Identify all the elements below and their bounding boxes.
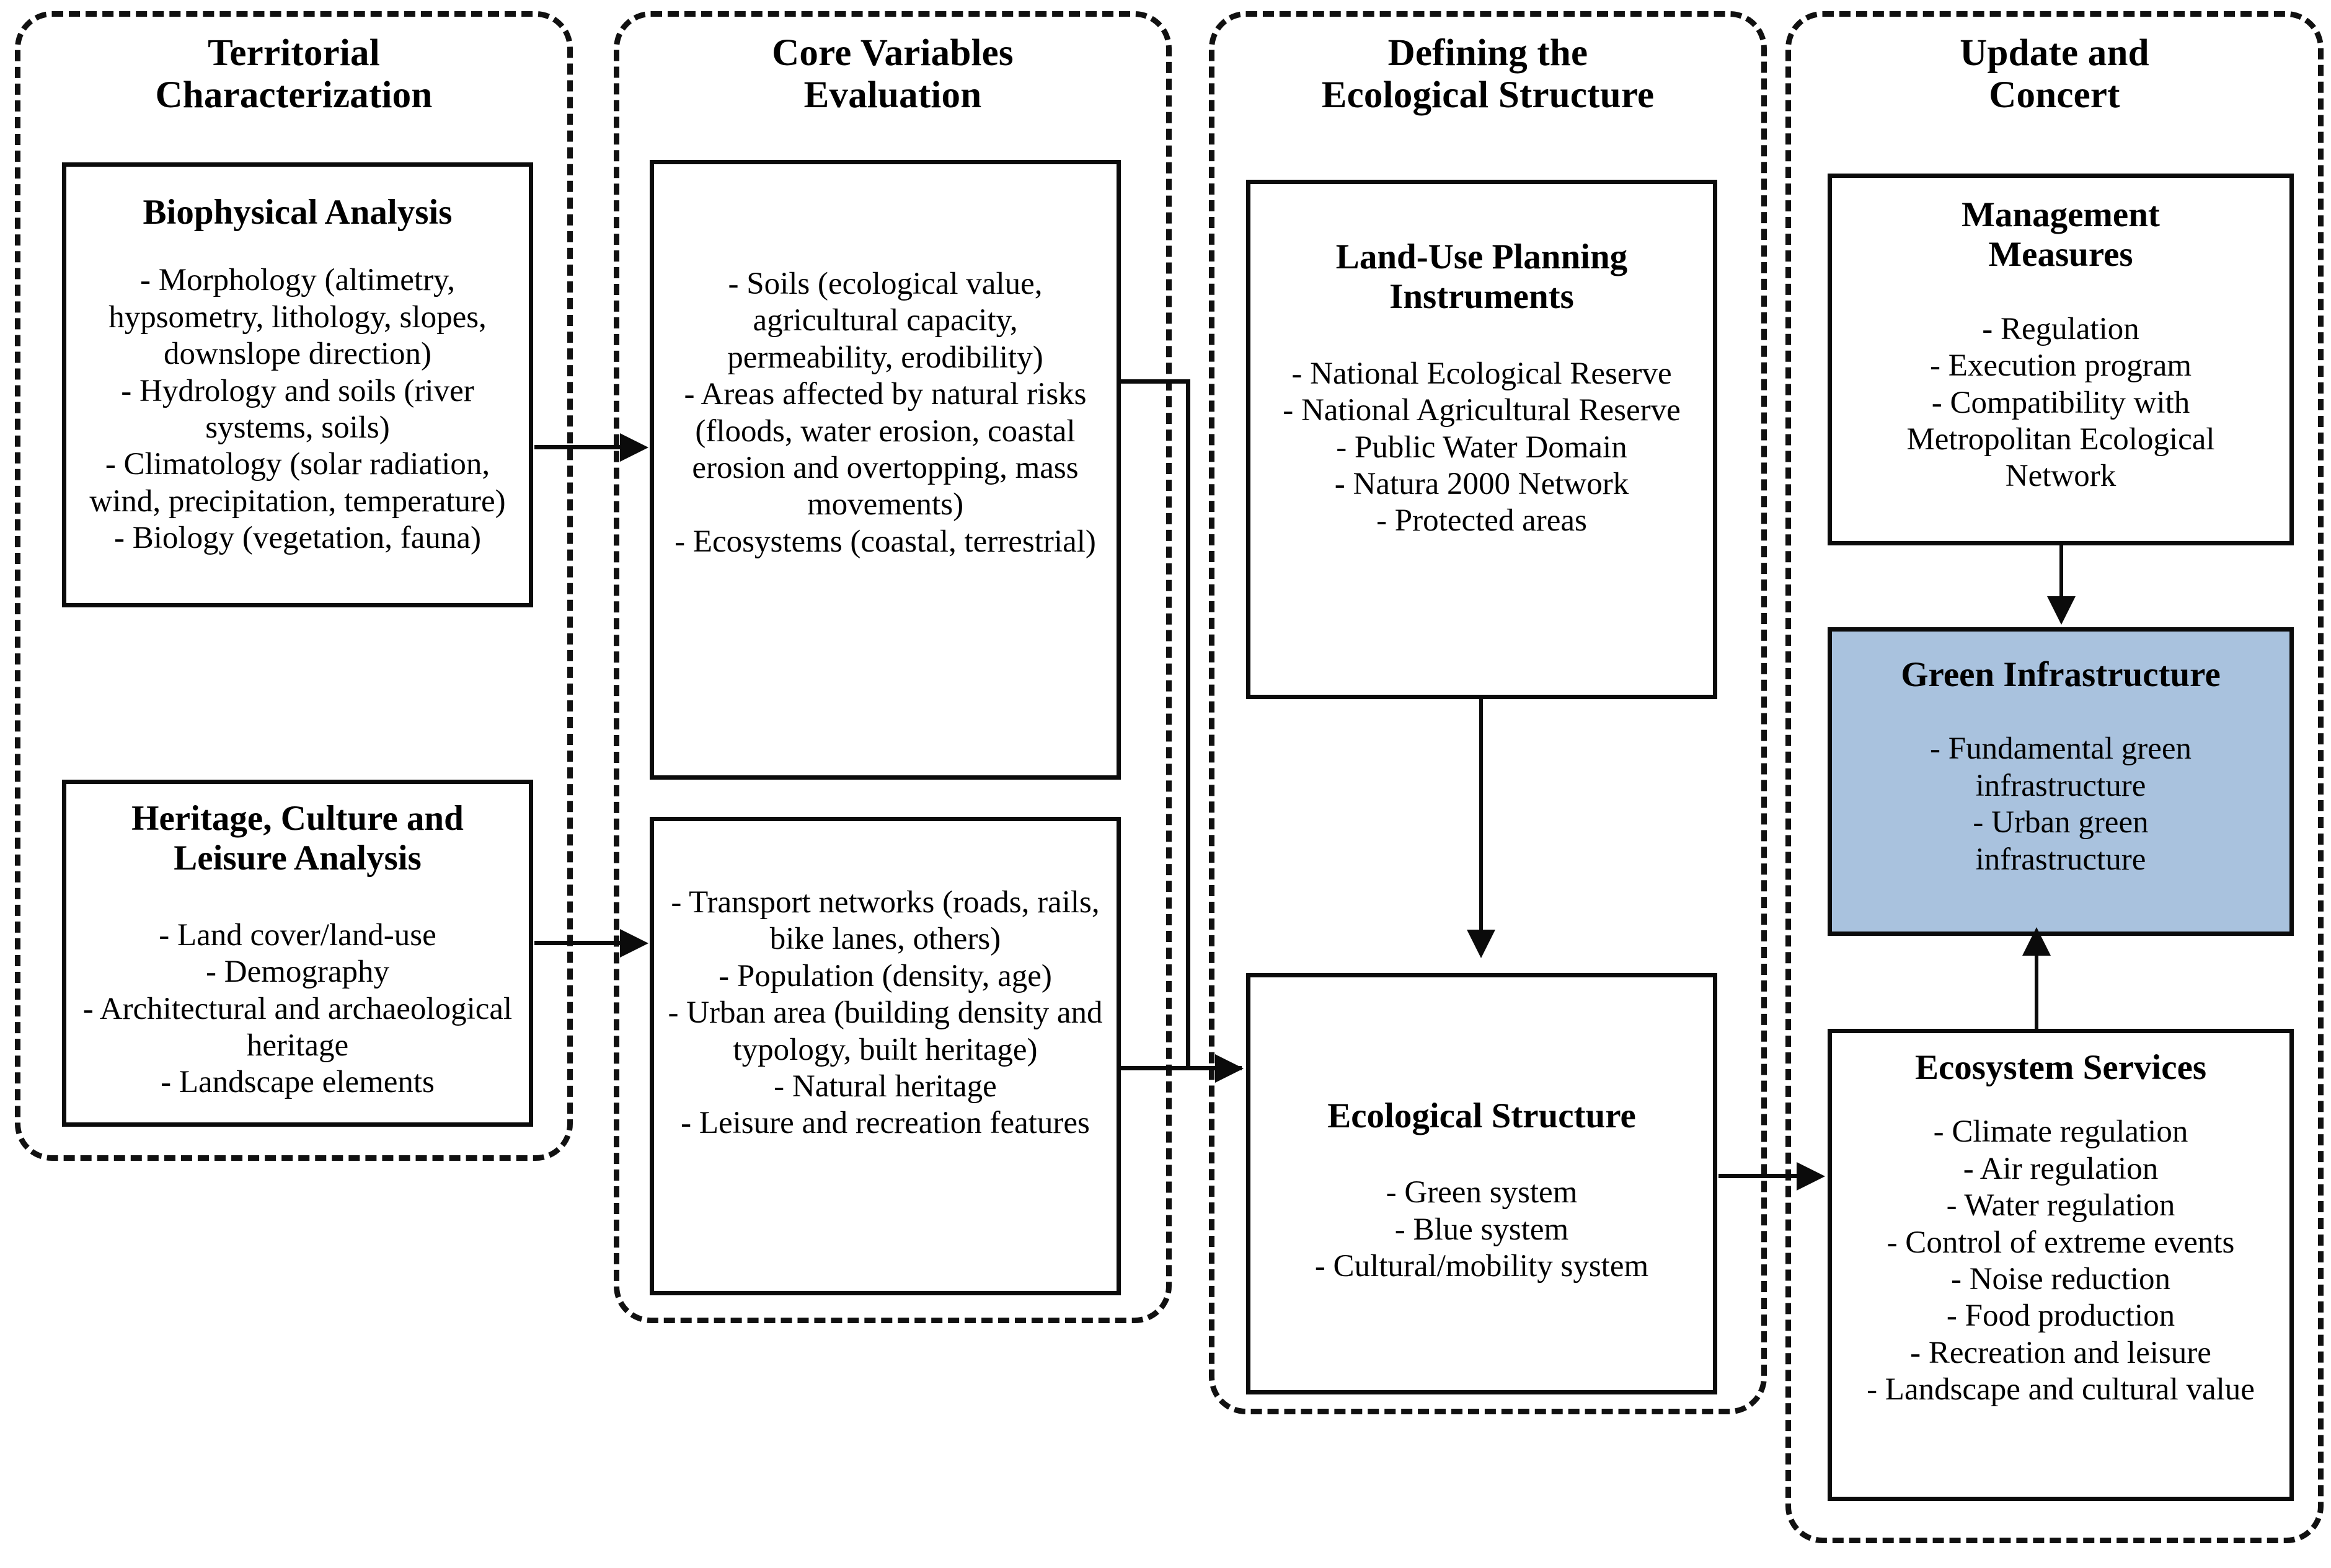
box-heading-land-use-planning-instruments: Land-Use Planning Instruments (1335, 237, 1628, 317)
connector-ecosystem-services-to-green-infrastructure-arrowhead (2022, 927, 2051, 956)
connector-ecological-structure-to-ecosystem-services-line (1718, 1174, 1800, 1178)
phase-title-territorial-characterization: Territorial Characterization (15, 32, 573, 117)
list-item: - Regulation (1982, 311, 2139, 346)
connector-biophysical-to-core-physical-line (534, 445, 621, 449)
connector-core-to-ecological-structure-arrowhead (1215, 1054, 1244, 1083)
box-management-measures: Management Measures - Regulation - Execu… (1828, 174, 2294, 545)
phase-defining-the-ecological-structure (1209, 11, 1767, 1414)
box-core-variables-physical: - Soils (ecological value, agricultural … (650, 160, 1121, 780)
list-item: - Recreation and leisure (1910, 1335, 2211, 1370)
list-item: - Public Water Domain (1336, 429, 1627, 465)
connector-core-human-bracket-stub (1121, 1066, 1190, 1070)
list-item: - Natura 2000 Network (1334, 467, 1629, 502)
box-body-green-infrastructure: - Fundamental green infrastructure - Urb… (1832, 731, 2289, 878)
phase-title-line-1: Territorial (208, 32, 380, 74)
list-item: - Urban green infrastructure (1973, 805, 2149, 877)
phase-title-update-and-concert: Update and Concert (1785, 32, 2324, 117)
list-item: - Execution program (1929, 348, 2192, 384)
box-heading-biophysical-analysis: Biophysical Analysis (143, 193, 453, 232)
list-item: - Hydrology and soils (river systems, so… (121, 373, 474, 446)
list-item: - Landscape and cultural value (1867, 1372, 2255, 1407)
list-item: - Food production (1946, 1298, 2175, 1334)
list-item: - Demography (206, 954, 389, 990)
phase-title-line-2: Evaluation (803, 74, 982, 117)
list-item: - Blue system (1394, 1212, 1569, 1247)
phase-core-variables-evaluation (614, 11, 1172, 1323)
phase-title-line-1: Core Variables (772, 32, 1014, 74)
connector-ecological-structure-to-ecosystem-services-arrowhead (1797, 1162, 1825, 1191)
phase-update-and-concert (1785, 11, 2324, 1543)
connector-planning-to-ecological-structure-arrowhead (1467, 930, 1495, 958)
list-item: - Green system (1386, 1175, 1578, 1210)
list-item: - Transport networks (roads, rails, bike… (671, 885, 1100, 957)
connector-core-physical-bracket-stub (1121, 379, 1190, 384)
phase-title-line-2: Concert (1989, 74, 2120, 117)
connector-core-to-ecological-structure-line (1186, 1066, 1242, 1070)
list-item: - Architectural and archaeological herit… (82, 991, 513, 1064)
connector-ecosystem-services-to-green-infrastructure-line (2035, 954, 2038, 1030)
box-land-use-planning-instruments: Land-Use Planning Instruments - National… (1246, 180, 1717, 699)
list-item: - Control of extreme events (1886, 1225, 2235, 1260)
phase-title-line-2: Ecological Structure (1321, 74, 1655, 117)
box-body-biophysical-analysis: - Morphology (altimetry, hypsometry, lit… (66, 262, 529, 557)
list-item: - Land cover/land-use (159, 917, 436, 953)
box-ecological-structure: Ecological Structure - Green system - Bl… (1246, 973, 1717, 1394)
box-heading-heritage-culture-leisure-analysis: Heritage, Culture and Leisure Analysis (131, 799, 464, 878)
connector-planning-to-ecological-structure-line (1479, 699, 1483, 938)
box-heading-ecosystem-services: Ecosystem Services (1914, 1048, 2207, 1087)
box-body-management-measures: - Regulation - Execution program - Compa… (1832, 311, 2289, 495)
connector-core-bracket-vertical (1186, 379, 1190, 1070)
box-body-core-variables-human: - Transport networks (roads, rails, bike… (654, 884, 1117, 1142)
list-item: - Air regulation (1963, 1151, 2159, 1186)
list-item: - Climate regulation (1933, 1114, 2188, 1150)
box-green-infrastructure: Green Infrastructure - Fundamental green… (1828, 627, 2294, 936)
list-item: - Climatology (solar radiation, wind, pr… (89, 447, 506, 519)
list-item: - Protected areas (1376, 503, 1587, 539)
connector-management-measures-to-green-infrastructure-line (2059, 545, 2063, 601)
list-item: - Biology (vegetation, fauna) (114, 521, 481, 556)
box-heading-ecological-structure: Ecological Structure (1327, 1096, 1636, 1135)
phase-title-line-2: Characterization (155, 74, 433, 117)
box-body-ecological-structure: - Green system - Blue system - Cultural/… (1250, 1174, 1713, 1285)
box-body-heritage-culture-leisure-analysis: - Land cover/land-use - Demography - Arc… (66, 917, 529, 1101)
box-heading-green-infrastructure: Green Infrastructure (1901, 655, 2221, 694)
list-item: - Morphology (altimetry, hypsometry, lit… (108, 263, 487, 372)
phase-title-line-1: Defining the (1387, 32, 1588, 74)
box-ecosystem-services: Ecosystem Services - Climate regulation … (1828, 1029, 2294, 1501)
list-item: - Soils (ecological value, agricultural … (727, 266, 1043, 375)
phase-title-defining-the-ecological-structure: Defining the Ecological Structure (1209, 32, 1767, 117)
list-item: - Areas affected by natural risks (flood… (684, 377, 1087, 522)
list-item: - National Agricultural Reserve (1283, 393, 1681, 428)
phase-title-core-variables-evaluation: Core Variables Evaluation (614, 32, 1172, 117)
connector-management-measures-to-green-infrastructure-arrowhead (2047, 596, 2076, 625)
phase-territorial-characterization (15, 11, 573, 1161)
connector-biophysical-to-core-physical-arrowhead (620, 433, 648, 462)
connector-heritage-to-core-human-line (534, 941, 621, 945)
list-item: - Natural heritage (774, 1069, 997, 1104)
box-heritage-culture-leisure-analysis: Heritage, Culture and Leisure Analysis -… (62, 780, 533, 1127)
list-item: - Leisure and recreation features (681, 1106, 1090, 1141)
box-biophysical-analysis: Biophysical Analysis - Morphology (altim… (62, 162, 533, 607)
list-item: - Cultural/mobility system (1314, 1249, 1649, 1284)
list-item: - Urban area (building density and typol… (668, 995, 1103, 1067)
list-item: - Fundamental green infrastructure (1929, 731, 2192, 803)
list-item: - Landscape elements (161, 1065, 435, 1100)
list-item: - Water regulation (1946, 1188, 2175, 1223)
list-item: - Noise reduction (1950, 1262, 2171, 1297)
phase-title-line-1: Update and (1960, 32, 2149, 74)
list-item: - Compatibility with Metropolitan Ecolog… (1906, 385, 2215, 494)
box-body-ecosystem-services: - Climate regulation - Air regulation - … (1832, 1114, 2289, 1408)
list-item: - Ecosystems (coastal, terrestrial) (675, 524, 1096, 559)
list-item: - National Ecological Reserve (1291, 356, 1672, 391)
box-heading-management-measures: Management Measures (1962, 195, 2160, 275)
box-body-land-use-planning-instruments: - National Ecological Reserve - National… (1250, 356, 1713, 540)
box-core-variables-human: - Transport networks (roads, rails, bike… (650, 817, 1121, 1295)
box-body-core-variables-physical: - Soils (ecological value, agricultural … (654, 266, 1117, 560)
list-item: - Population (density, age) (719, 958, 1052, 993)
connector-heritage-to-core-human-arrowhead (620, 929, 648, 958)
